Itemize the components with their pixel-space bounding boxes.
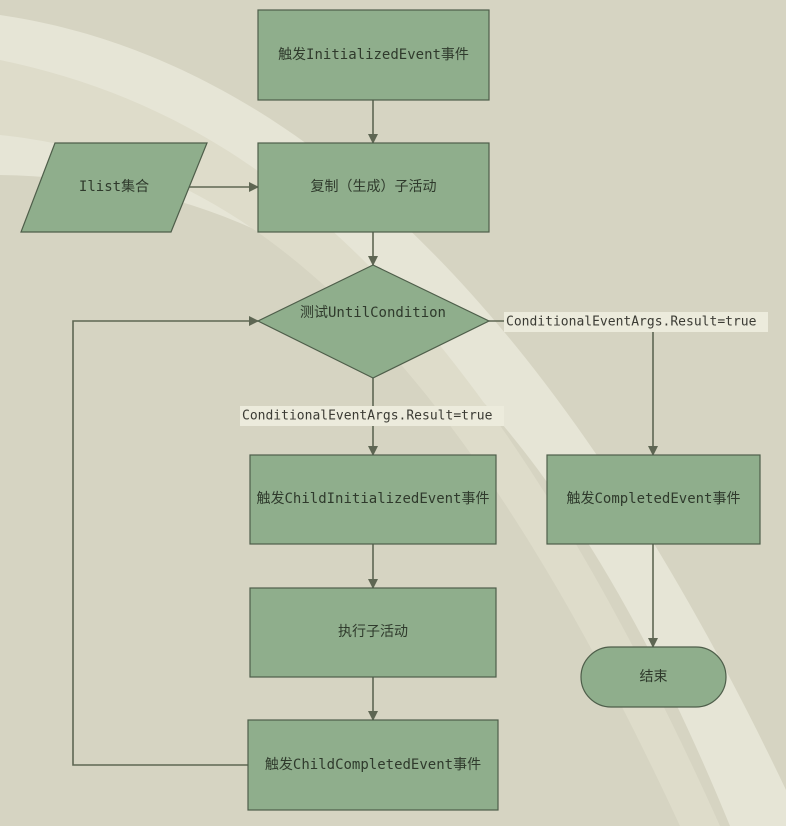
node-ilist[interactable]: Ilist集合 [20,142,208,233]
node-label: 结束 [640,669,668,685]
node-execute-child[interactable]: 执行子活动 [249,587,497,678]
background-swoosh-inner [0,60,720,826]
node-copy-child[interactable]: 复制（生成）子活动 [257,142,490,233]
node-label: 触发InitializedEvent事件 [278,47,469,63]
node-label: 复制（生成）子活动 [311,178,437,195]
node-label: 触发ChildInitializedEvent事件 [256,491,489,507]
node-test-until[interactable]: 测试UntilCondition [256,264,491,379]
node-fire-completed[interactable]: 触发CompletedEvent事件 [546,454,761,545]
node-label: 触发ChildCompletedEvent事件 [265,757,481,773]
node-fire-child-initialized[interactable]: 触发ChildInitializedEvent事件 [249,454,497,545]
node-label: Ilist集合 [79,178,149,195]
edge-label-text: ConditionalEventArgs.Result=true [242,409,493,424]
node-end[interactable]: 结束 [580,646,727,708]
edge-label-text: ConditionalEventArgs.Result=true [506,315,757,330]
node-fire-child-completed[interactable]: 触发ChildCompletedEvent事件 [247,719,499,811]
node-label: 测试UntilCondition [300,305,446,321]
node-fire-initialized[interactable]: 触发InitializedEvent事件 [257,9,490,101]
edge-loop-back-to-test [72,316,259,766]
node-label: 执行子活动 [338,624,408,640]
edge-label-true-right: ConditionalEventArgs.Result=true [504,312,768,332]
node-label: 触发CompletedEvent事件 [566,491,740,507]
edge-label-true-down: ConditionalEventArgs.Result=true [240,406,504,426]
